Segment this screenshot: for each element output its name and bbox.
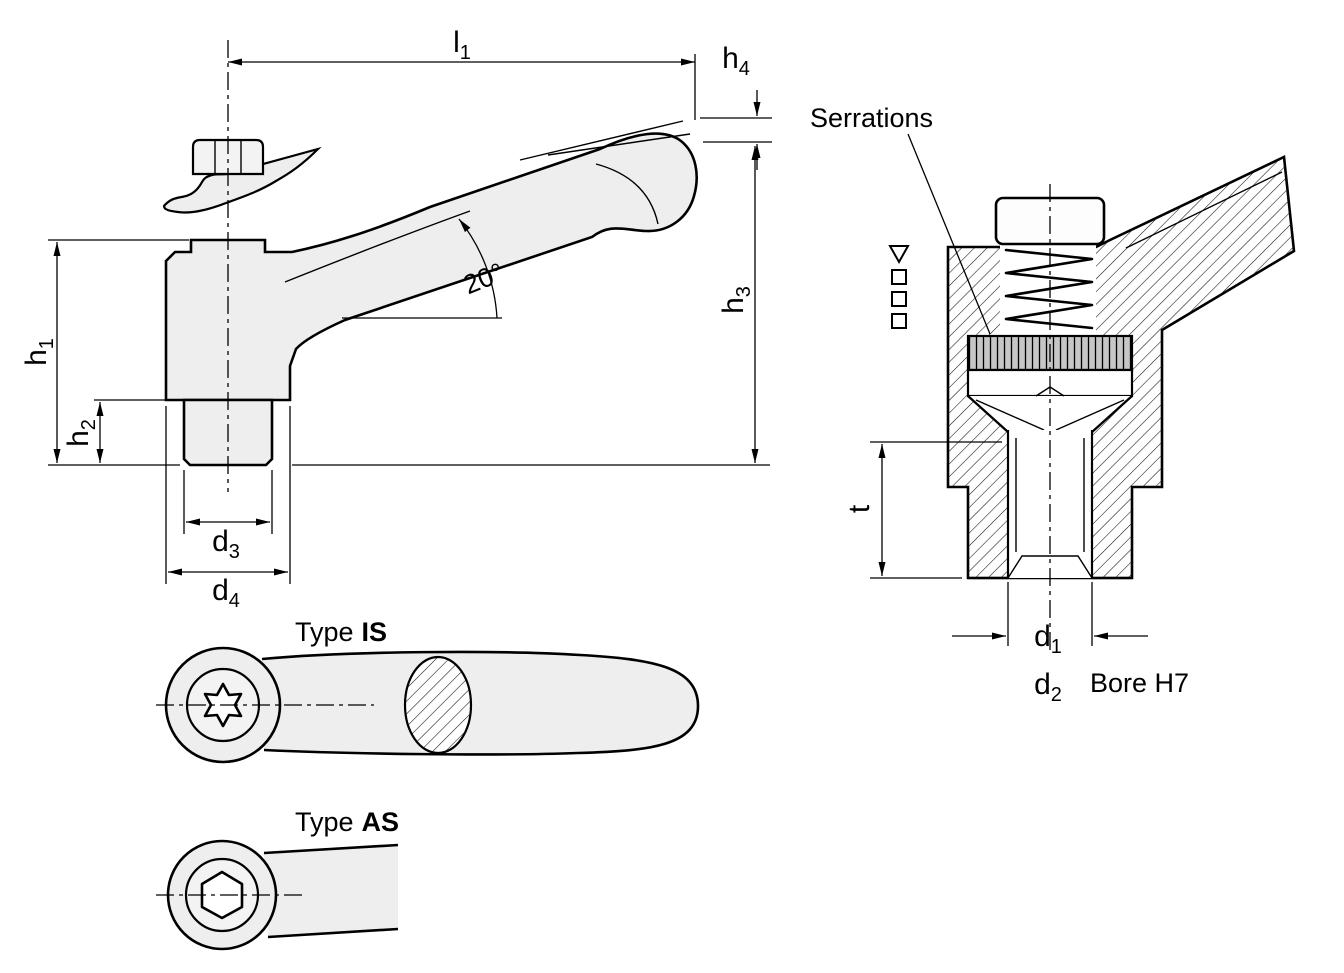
seat-cone-line bbox=[975, 399, 1045, 431]
bore-note-label: Bore H7 bbox=[1090, 668, 1189, 698]
lever-fragment bbox=[162, 146, 322, 214]
serrations-leader-line bbox=[907, 133, 991, 335]
dim-d2-label: d2 bbox=[1034, 668, 1062, 706]
dim-h4-label: h4 bbox=[722, 42, 750, 80]
dim-t-label: t bbox=[843, 504, 876, 513]
lever-body bbox=[164, 132, 698, 402]
seat-edge bbox=[967, 395, 1009, 433]
dim-d3-label: d3 bbox=[212, 525, 240, 563]
dim-d1-label: d1 bbox=[1034, 620, 1062, 658]
position-indicator-icon bbox=[888, 245, 910, 329]
type-as-arm-edge bbox=[267, 927, 399, 939]
type-is-arm bbox=[261, 650, 700, 756]
section-view: Serrations t d1 d2 Bore H7 bbox=[810, 103, 1296, 706]
hex-nut bbox=[191, 138, 265, 176]
seat-cone-line bbox=[1055, 399, 1125, 431]
dim-h3-label: h3 bbox=[717, 286, 755, 314]
lever-crease-line bbox=[284, 210, 471, 283]
dim-h1-label: h1 bbox=[20, 338, 58, 366]
dim-l1-label: l1 bbox=[453, 26, 471, 64]
serrations-label: Serrations bbox=[810, 103, 933, 133]
dim-h2-label: h2 bbox=[62, 419, 100, 447]
bore-chamfer bbox=[1007, 555, 1093, 579]
arm-inner-line bbox=[1125, 171, 1283, 249]
side-view: 20° l1 h4 h3 h1 h2 d3 d4 bbox=[20, 26, 772, 612]
handle-end-arc bbox=[595, 163, 659, 225]
angle-arc bbox=[458, 218, 498, 319]
handle-top-edge-line bbox=[519, 120, 684, 161]
arm-cross-section-hatch bbox=[405, 657, 471, 753]
dim-d4-label: d4 bbox=[212, 574, 240, 612]
type-as-arm bbox=[264, 845, 398, 937]
handle-top-edge-line bbox=[547, 133, 691, 156]
type-as-arm-edge bbox=[263, 843, 399, 855]
spring bbox=[1004, 248, 1094, 330]
seat-edge bbox=[1091, 395, 1133, 433]
